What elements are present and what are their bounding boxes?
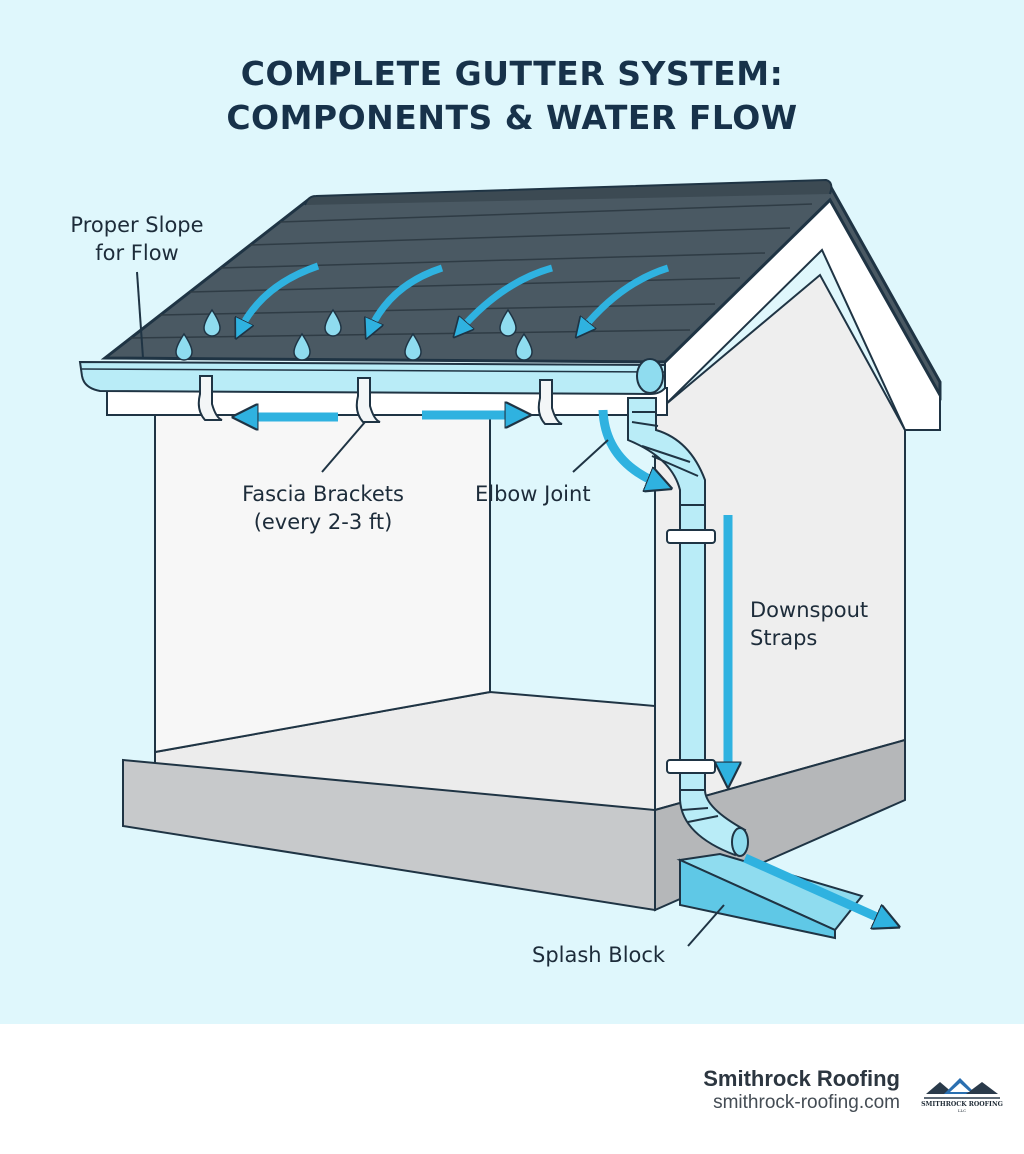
label-slope-line-2: for Flow xyxy=(95,241,179,265)
footer: Smithrock Roofing smithrock-roofing.com … xyxy=(0,1024,1024,1154)
leader-lines xyxy=(136,271,725,947)
back-wall xyxy=(154,414,491,754)
company-name: Smithrock Roofing xyxy=(703,1066,900,1091)
diagram-canvas: COMPLETE GUTTER SYSTEM: COMPONENTS & WAT… xyxy=(0,0,1024,1024)
company-logo: SMITHROCK ROOFING LLC xyxy=(921,1078,1003,1113)
downspout xyxy=(627,397,749,857)
company-website: smithrock-roofing.com xyxy=(713,1092,900,1113)
roof-flow-arrows xyxy=(240,262,670,330)
logo-house-icon xyxy=(926,1078,998,1094)
downspout-straps xyxy=(666,529,716,774)
label-splash-block: Splash Block xyxy=(532,943,666,967)
label-fascia-brackets: Fascia Brackets (every 2-3 ft) xyxy=(228,480,418,536)
svg-text:SMITHROCK ROOFING: SMITHROCK ROOFING xyxy=(921,1101,1003,1108)
label-brackets-line-1: Fascia Brackets xyxy=(242,482,404,506)
label-proper-slope: Proper Slope for Flow xyxy=(61,211,213,267)
water-drops xyxy=(175,308,533,361)
house-illustration xyxy=(78,178,942,947)
label-elbow-joint: Elbow Joint xyxy=(475,482,591,506)
fascia-brackets xyxy=(197,375,563,425)
splash-flow-arrow xyxy=(743,853,888,922)
label-downspout-straps: Downspout Straps xyxy=(750,596,868,652)
diagram-title: COMPLETE GUTTER SYSTEM: COMPONENTS & WAT… xyxy=(0,52,1024,140)
label-slope-line-1: Proper Slope xyxy=(70,213,204,237)
svg-text:LLC: LLC xyxy=(958,1108,966,1113)
elbow-flow-arrow xyxy=(598,409,660,484)
splash-block xyxy=(676,852,864,940)
label-straps-line-2: Straps xyxy=(750,626,818,650)
title-line-1: COMPLETE GUTTER SYSTEM: xyxy=(240,54,784,93)
label-straps-line-1: Downspout xyxy=(750,598,869,622)
gutter xyxy=(78,358,666,396)
gutter-flow-arrows xyxy=(245,415,518,417)
title-line-2: COMPONENTS & WATER FLOW xyxy=(226,98,798,137)
label-brackets-line-2: (every 2-3 ft) xyxy=(253,510,393,534)
